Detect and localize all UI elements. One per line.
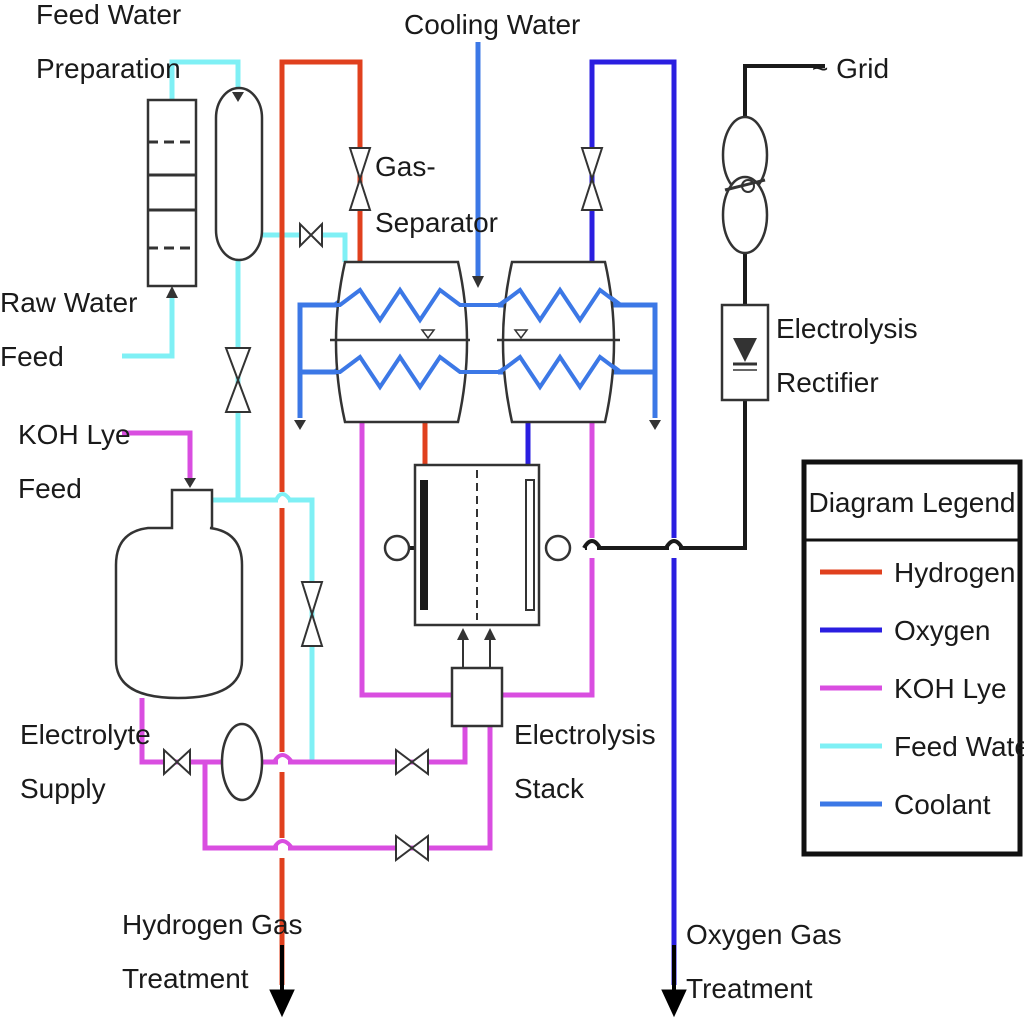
arrow-down-icon bbox=[661, 989, 687, 1018]
diagram-labels: Feed Water Preparation Cooling Water ~ G… bbox=[0, 0, 918, 1004]
coolant-drain-arrows bbox=[294, 276, 661, 430]
legend-label: KOH Lye bbox=[894, 673, 1007, 704]
valve-icon bbox=[299, 221, 323, 249]
valve-icon bbox=[395, 748, 429, 776]
label-raw-water: Feed bbox=[0, 341, 64, 372]
valve-icon bbox=[163, 747, 191, 777]
feed-water-prep-unit bbox=[146, 98, 198, 298]
arrow-down-icon bbox=[649, 420, 661, 430]
electrolysis-stack bbox=[383, 463, 572, 668]
label-hydrogen-treatment: Hydrogen Gas bbox=[122, 909, 303, 940]
label-rectifier: Electrolysis bbox=[776, 313, 918, 344]
label-koh-feed: KOH Lye bbox=[18, 419, 131, 450]
valve-icon bbox=[348, 147, 372, 211]
arrow-up-icon bbox=[484, 628, 496, 640]
output-arrows bbox=[269, 945, 687, 1018]
valve-icon bbox=[580, 147, 604, 211]
koh-lines bbox=[122, 422, 595, 851]
arrow-up-icon bbox=[166, 286, 178, 298]
koh-line-feed bbox=[122, 430, 193, 478]
lye-distributor bbox=[450, 666, 504, 728]
valve-icon bbox=[224, 347, 252, 413]
feed-water-line-prep-top bbox=[169, 59, 241, 100]
electrolyte-tank bbox=[114, 478, 244, 700]
feed-water-vessel bbox=[214, 86, 264, 262]
arrow-down-icon bbox=[184, 478, 196, 488]
oxygen-main-line bbox=[589, 59, 677, 985]
legend-item-feed-water: Feed Water bbox=[820, 731, 1024, 762]
line-crossing-arcs bbox=[272, 492, 684, 850]
legend-item-oxygen: Oxygen bbox=[820, 615, 991, 646]
feed-water-line-tank bbox=[212, 497, 315, 760]
oxygen-lines bbox=[525, 59, 677, 985]
valves bbox=[163, 147, 604, 862]
label-electrolyte-supply: Supply bbox=[20, 773, 106, 804]
koh-line-right-return bbox=[502, 422, 595, 698]
label-grid: ~ Grid bbox=[812, 53, 889, 84]
electrolysis-rectifier bbox=[720, 303, 770, 402]
valve-icon bbox=[300, 581, 324, 647]
grid-line bbox=[743, 64, 825, 118]
stack-terminal-left bbox=[383, 534, 411, 562]
arrow-down-icon bbox=[269, 989, 295, 1018]
arrow-down-icon bbox=[472, 276, 484, 288]
label-koh-feed: Feed bbox=[18, 473, 82, 504]
label-hydrogen-treatment: Treatment bbox=[122, 963, 249, 994]
gas-separator-hydrogen bbox=[330, 260, 470, 424]
label-cooling-water: Cooling Water bbox=[404, 9, 580, 40]
legend-item-coolant: Coolant bbox=[820, 789, 991, 820]
label-gas-separator: Separator bbox=[375, 207, 498, 238]
label-feed-water-prep: Feed Water bbox=[36, 0, 181, 30]
arrow-down-icon bbox=[294, 420, 306, 430]
koh-line-supply bbox=[139, 698, 222, 765]
legend-label: Hydrogen bbox=[894, 557, 1015, 588]
line-crossing-humps bbox=[278, 492, 679, 858]
label-electrolyte-supply: Electrolyte bbox=[20, 719, 151, 750]
koh-line-pump-out bbox=[262, 726, 468, 765]
legend-label: Feed Water bbox=[894, 731, 1024, 762]
label-electrolysis-stack: Electrolysis bbox=[514, 719, 656, 750]
stack-terminal-right bbox=[544, 534, 572, 562]
label-oxygen-treatment: Oxygen Gas bbox=[686, 919, 842, 950]
feed-water-line-raw-feed bbox=[122, 298, 175, 359]
label-oxygen-treatment: Treatment bbox=[686, 973, 813, 1004]
coolant-coils-overlay bbox=[300, 286, 655, 391]
koh-line-bypass bbox=[202, 726, 493, 851]
diode-icon bbox=[733, 338, 757, 362]
diagram-legend: Diagram Legend Hydrogen Oxygen KOH Lye F… bbox=[801, 459, 1024, 857]
label-gas-separator: Gas- bbox=[375, 151, 436, 182]
koh-pump bbox=[220, 722, 264, 802]
label-electrolysis-stack: Stack bbox=[514, 773, 585, 804]
feed-water-line-separator-in bbox=[322, 232, 348, 262]
grid-transformer bbox=[721, 115, 769, 255]
legend-item-hydrogen: Hydrogen bbox=[820, 557, 1015, 588]
legend-label: Oxygen bbox=[894, 615, 991, 646]
label-raw-water: Raw Water bbox=[0, 287, 137, 318]
label-rectifier: Rectifier bbox=[776, 367, 879, 398]
label-feed-water-prep: Preparation bbox=[36, 53, 181, 84]
legend-label: Coolant bbox=[894, 789, 991, 820]
arrow-up-icon bbox=[457, 628, 469, 640]
legend-title: Diagram Legend bbox=[808, 487, 1015, 518]
legend-item-koh-lye: KOH Lye bbox=[820, 673, 1007, 704]
koh-line-left-return bbox=[359, 422, 452, 698]
valve-icon bbox=[395, 834, 429, 862]
arrow-down-icon bbox=[232, 92, 244, 102]
rectifier-to-stack-line bbox=[585, 400, 747, 550]
gas-separator-oxygen bbox=[497, 260, 620, 424]
